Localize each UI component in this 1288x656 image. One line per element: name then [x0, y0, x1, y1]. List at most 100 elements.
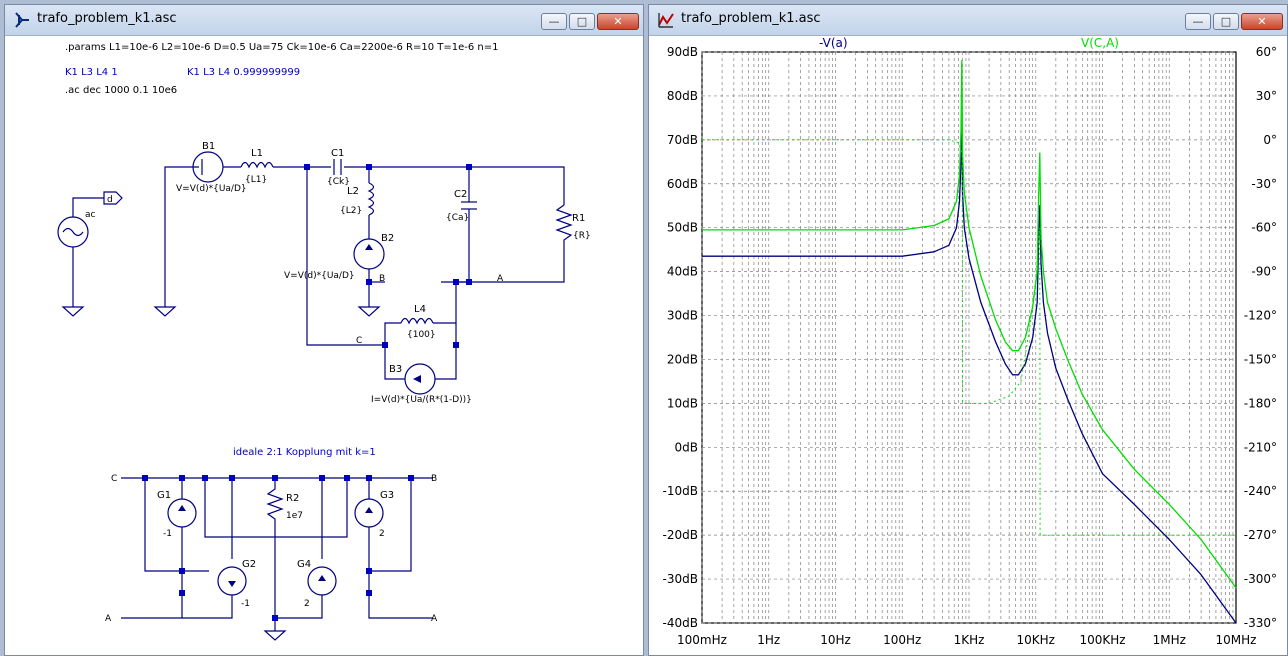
C2-value: {Ca}	[446, 213, 469, 223]
G3-value: 2	[379, 529, 385, 539]
trace-1[interactable]	[702, 126, 1237, 624]
G1-label: G1	[157, 490, 171, 501]
B2-source[interactable]	[353, 238, 385, 270]
y2-tick-label: -270°	[1244, 528, 1277, 542]
schematic-window[interactable]: trafo_problem_k1.asc — □ ✕	[4, 4, 644, 656]
net-C-label: C	[356, 336, 362, 346]
x-tick-label: 1KHz	[954, 633, 985, 647]
L1-inductor[interactable]	[240, 161, 274, 169]
minimize-button[interactable]: —	[541, 13, 567, 30]
y-tick-label: -10dB	[663, 484, 698, 498]
comment-text: ideale 2:1 Kopplung mit k=1	[233, 447, 376, 458]
y2-tick-label: -300°	[1244, 572, 1277, 586]
legend-series-1[interactable]: -V(a)	[819, 36, 848, 50]
y-tick-label: 30dB	[667, 309, 698, 323]
L4-inductor[interactable]	[400, 317, 434, 325]
y-tick-label: -30dB	[663, 572, 698, 586]
port-C-label: C	[111, 474, 117, 484]
G1-source[interactable]	[167, 498, 197, 528]
R2-value: 1e7	[286, 511, 303, 521]
y2-tick-label: -120°	[1244, 309, 1277, 323]
x-tick-label: 1Hz	[757, 633, 780, 647]
B1-value: V=V(d)*{Ua/D}	[176, 184, 247, 194]
y-tick-label: 80dB	[667, 89, 698, 103]
B3-label: B3	[389, 364, 402, 375]
C1-label: C1	[331, 148, 344, 159]
y2-tick-label: -330°	[1244, 616, 1277, 630]
port-B-label: B	[431, 474, 437, 484]
y-tick-label: 90dB	[667, 45, 698, 59]
port-A-left-label: A	[105, 614, 112, 624]
x-tick-label: 100Hz	[883, 633, 921, 647]
B2-value: V=V(d)*{Ua/D}	[284, 271, 355, 281]
y-tick-label: 40dB	[667, 265, 698, 279]
close-button[interactable]: ✕	[1241, 13, 1283, 30]
window-title: trafo_problem_k1.asc	[37, 11, 177, 26]
y2-tick-label: -240°	[1244, 484, 1277, 498]
y2-tick-label: -60°	[1251, 221, 1277, 235]
ac-directive[interactable]: .ac dec 1000 0.1 10e6	[65, 85, 177, 96]
waveform-window[interactable]: trafo_problem_k1.asc — □ ✕ 90dB 80dB 70dB 6…	[648, 4, 1288, 656]
waveform-app-icon	[658, 13, 674, 28]
legend-series-2[interactable]: V(C,A)	[1081, 36, 1119, 50]
bode-plot[interactable]: 90dB80dB70dB60dB50dB40dB30dB20dB10dB0dB-…	[656, 36, 1284, 653]
y2-tick-label: -210°	[1244, 440, 1277, 454]
L4-label: L4	[414, 304, 426, 315]
x-tick-label: 10Hz	[820, 633, 851, 647]
y2-tick-label: -30°	[1251, 177, 1277, 191]
maximize-button[interactable]: □	[1213, 13, 1239, 30]
y2-tick-label: 0°	[1263, 133, 1277, 147]
x-tick-label: 1MHz	[1153, 633, 1186, 647]
net-d-flag: d	[107, 195, 113, 205]
y2-tick-label: 30°	[1256, 89, 1277, 103]
y-tick-label: -40dB	[663, 616, 698, 630]
R2-label: R2	[286, 493, 299, 504]
B3-value: I=V(d)*{Ua/(R*(1-D))}	[371, 395, 472, 405]
close-button[interactable]: ✕	[597, 13, 639, 30]
B1-label: B1	[202, 141, 215, 152]
y-tick-label: 20dB	[667, 352, 698, 366]
L4-value: {100}	[407, 330, 436, 340]
G2-label: G2	[242, 559, 256, 570]
y-tick-label: 10dB	[667, 396, 698, 410]
x-tick-label: 100mHz	[677, 633, 727, 647]
minimize-button[interactable]: —	[1185, 13, 1211, 30]
schematic-app-icon	[15, 12, 29, 28]
waveform-titlebar[interactable]: trafo_problem_k1.asc — □ ✕	[649, 5, 1287, 36]
trace-2[interactable]	[702, 60, 1237, 589]
L2-label: L2	[347, 186, 359, 197]
coupling-directive-2[interactable]: K1 L3 L4 0.999999999	[187, 67, 300, 78]
maximize-button[interactable]: □	[569, 13, 595, 30]
G4-label: G4	[297, 559, 311, 570]
G2-value: -1	[241, 599, 250, 609]
x-tick-label: 10KHz	[1017, 633, 1055, 647]
R1-label: R1	[572, 213, 585, 224]
coupling-directive-1[interactable]: K1 L3 L4 1	[65, 67, 118, 78]
window-title: trafo_problem_k1.asc	[681, 11, 821, 26]
y2-tick-label: -150°	[1244, 352, 1277, 366]
R1-value: {R}	[573, 231, 591, 241]
schematic-canvas[interactable]: .params L1=10e-6 L2=10e-6 D=0.5 Ua=75 Ck…	[13, 36, 637, 649]
G1-value: -1	[163, 529, 172, 539]
L1-label: L1	[251, 148, 263, 159]
y-tick-label: -20dB	[663, 528, 698, 542]
y2-tick-label: -180°	[1244, 396, 1277, 410]
net-B-label: B	[379, 274, 385, 284]
B2-label: B2	[381, 233, 394, 244]
port-A-right-label: A	[431, 614, 438, 624]
y-tick-label: 60dB	[667, 177, 698, 191]
y-tick-label: 70dB	[667, 133, 698, 147]
net-A-label: A	[497, 274, 504, 284]
schematic-titlebar[interactable]: trafo_problem_k1.asc — □ ✕	[5, 5, 643, 36]
y-tick-label: 50dB	[667, 221, 698, 235]
C2-label: C2	[454, 189, 467, 200]
L2-value: {L2}	[340, 206, 362, 216]
ac-label: ac	[85, 210, 96, 220]
G4-value: 2	[304, 599, 310, 609]
trace-3[interactable]	[702, 139, 1236, 536]
x-tick-label: 100KHz	[1079, 633, 1125, 647]
G3-label: G3	[380, 490, 394, 501]
params-directive[interactable]: .params L1=10e-6 L2=10e-6 D=0.5 Ua=75 Ck…	[65, 42, 498, 53]
y2-tick-label: -90°	[1251, 265, 1277, 279]
